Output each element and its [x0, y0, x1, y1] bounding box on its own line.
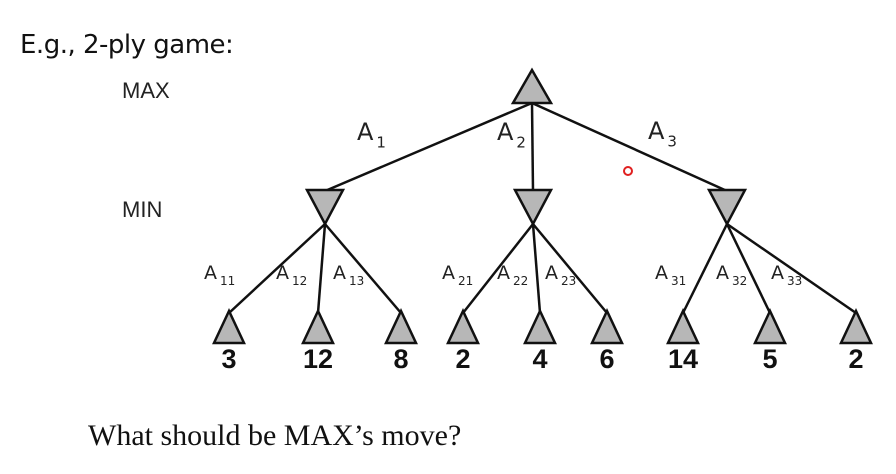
leaf-value-2-1: 2: [455, 344, 470, 374]
edge-min-3-to-leaf-2: [725, 223, 772, 314]
leaf-node-1-2: [301, 308, 335, 345]
edge-min-1-to-leaf-2: [316, 223, 327, 314]
edge-min-1-to-leaf-1: [228, 223, 326, 314]
edge-min-3-to-leaf-1: [681, 223, 729, 314]
leaf-value-2-3: 6: [599, 344, 614, 374]
min-node-3: [706, 188, 748, 227]
leaf-node-2-2: [523, 308, 557, 345]
max-level-label: MAX: [122, 78, 170, 103]
edge-min-2-to-leaf-1: [462, 223, 534, 314]
laser-pointer-dot: [623, 166, 633, 176]
slide-heading: E.g., 2-ply game:: [20, 30, 234, 60]
edge-min-2-to-leaf-2: [531, 223, 542, 314]
leaf-node-3-1: [666, 308, 700, 345]
leaf-value-3-1: 14: [668, 344, 698, 374]
min-node-2: [512, 188, 554, 227]
edge-min-3-to-leaf-3: [726, 222, 857, 315]
question-text: What should be MAX’s move?: [88, 419, 462, 452]
leaf-value-1-3: 8: [393, 344, 408, 374]
edge-min-2-to-leaf-3: [532, 223, 608, 314]
leaf-node-3-3: [839, 308, 873, 345]
edge-root-to-min-3: [531, 101, 728, 193]
edge-min-1-to-leaf-3: [324, 223, 402, 314]
leaf-node-2-1: [446, 308, 480, 345]
leaf-node-3-2: [753, 308, 787, 345]
leaf-value-3-3: 2: [848, 344, 863, 374]
leaf-node-1-1: [212, 308, 246, 345]
edge-root-to-min-2: [530, 102, 535, 192]
tree-edges: [228, 101, 857, 315]
min-level-label: MIN: [122, 197, 163, 222]
leaf-value-3-2: 5: [762, 344, 777, 374]
edge-root-to-min-1: [324, 101, 533, 193]
leaf-value-1-2: 12: [303, 344, 333, 374]
min-node-1: [304, 188, 346, 227]
leaf-node-1-3: [384, 308, 418, 345]
leaf-value-2-2: 4: [532, 344, 547, 374]
max-root-node: [510, 67, 554, 105]
leaf-node-2-3: [590, 308, 624, 345]
leaf-value-1-1: 3: [221, 344, 236, 374]
